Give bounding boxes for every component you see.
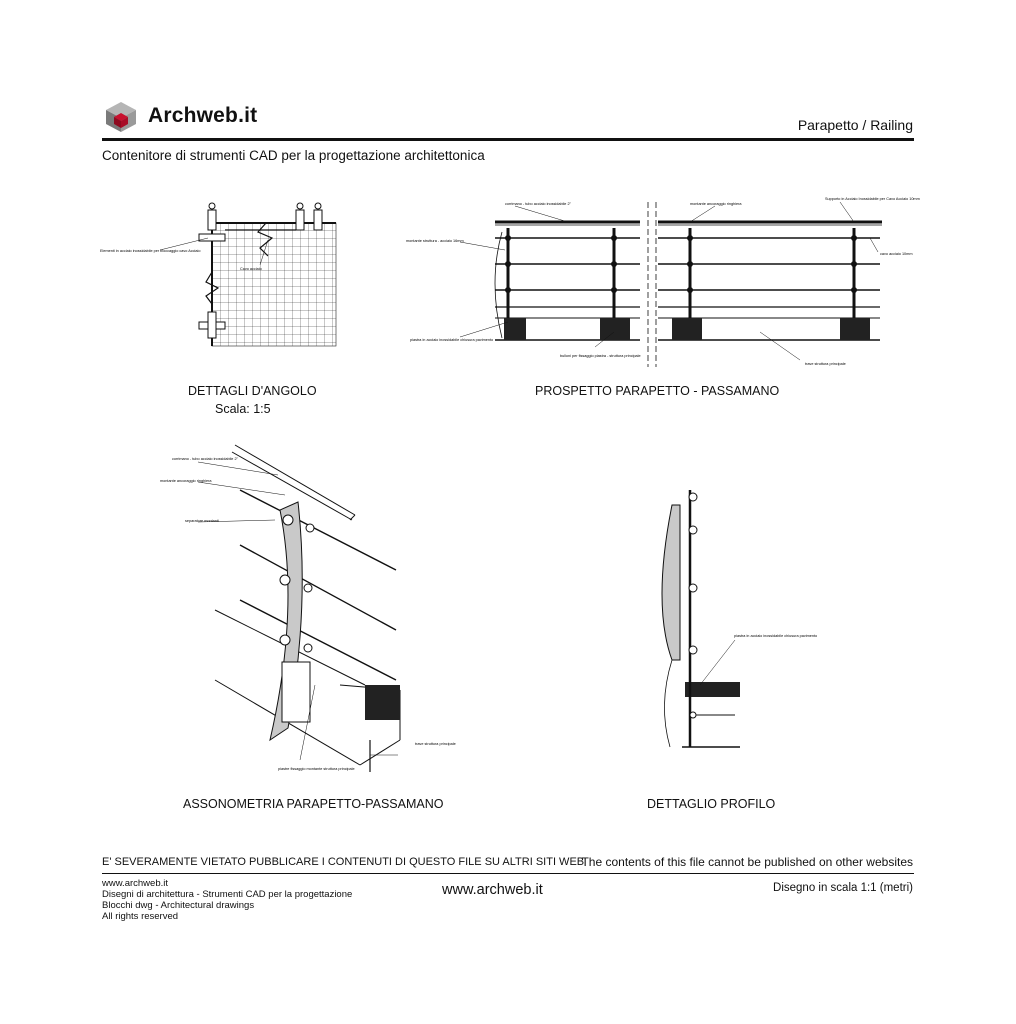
corner-detail-scale: Scala: 1:5 xyxy=(215,402,271,416)
warning-italian: E' SEVERAMENTE VIETATO PUBBLICARE I CONT… xyxy=(102,856,585,868)
corner-element-label: Elementi in acciaio inossidabile per blo… xyxy=(100,249,200,253)
elevation-plate-label: piastra in acciaio inossidabile chiusura… xyxy=(410,338,493,342)
corner-cable-label: Cavo acciaio xyxy=(240,267,262,271)
axo-plates-label: piastre fissaggio montante struttura pri… xyxy=(278,767,355,771)
axonometric-drawing: corrimano - tubo acciaio inossidabile 2"… xyxy=(160,444,456,772)
footer-line-blocks: Blocchi dwg - Architectural drawings xyxy=(102,900,255,911)
elevation-post-structure-label: montante struttura - acciaio 16mm xyxy=(406,239,464,243)
axonometric-title: ASSONOMETRIA PARAPETTO-PASSAMANO xyxy=(183,797,444,811)
elevation-beam-label: trave struttura principale xyxy=(805,362,846,366)
profile-title: DETTAGLIO PROFILO xyxy=(647,797,776,811)
archweb-logo-icon xyxy=(106,102,136,132)
header-divider xyxy=(102,138,914,141)
elevation-bolts-label: bulloni per fissaggio piastra - struttur… xyxy=(560,354,641,358)
railing-elevation-drawing: corrimano - tubo acciaio inossidabile 2"… xyxy=(406,197,920,367)
footer-line-rights: All rights reserved xyxy=(102,911,179,922)
profile-plate-label: piastra in acciaio inossidabile chiusura… xyxy=(734,634,817,638)
elevation-cable-label: cavo acciaio 10mm xyxy=(880,252,913,256)
corner-detail-title: DETTAGLI D'ANGOLO xyxy=(188,384,317,398)
axo-beam-label: trave struttura principale xyxy=(415,742,456,746)
corner-detail-drawing: Elementi in acciaio inossidabile per blo… xyxy=(100,202,337,347)
elevation-title: PROSPETTO PARAPETTO - PASSAMANO xyxy=(535,384,780,398)
profile-detail-drawing: piastra in acciaio inossidabile chiusura… xyxy=(661,490,817,748)
footer-line-drawings: Disegni di architettura - Strumenti CAD … xyxy=(102,889,353,900)
axo-post-label: montante ancoraggio ringhiera xyxy=(160,479,212,483)
axo-separator-label: separatore montanti xyxy=(185,519,219,523)
axo-handrail-label: corrimano - tubo acciaio inossidabile 2" xyxy=(172,457,239,461)
warning-english: The contents of this file cannot be publ… xyxy=(581,855,913,869)
page-title: Parapetto / Railing xyxy=(797,117,913,133)
page-subtitle: Contenitore di strumenti CAD per la prog… xyxy=(102,148,485,163)
footer-divider xyxy=(102,873,914,874)
brand-name[interactable]: Archweb.it xyxy=(148,104,258,127)
elevation-handrail-label: corrimano - tubo acciaio inossidabile 2" xyxy=(505,202,572,206)
drawing-scale-note: Disegno in scala 1:1 (metri) xyxy=(773,882,913,894)
elevation-post-label: montante ancoraggio ringhiera xyxy=(690,202,742,206)
elevation-support-label: Supporto in Acciaio Inossidabile per Cav… xyxy=(825,197,920,201)
footer-url[interactable]: www.archweb.it xyxy=(442,882,543,898)
footer-line-site[interactable]: www.archweb.it xyxy=(102,878,168,889)
